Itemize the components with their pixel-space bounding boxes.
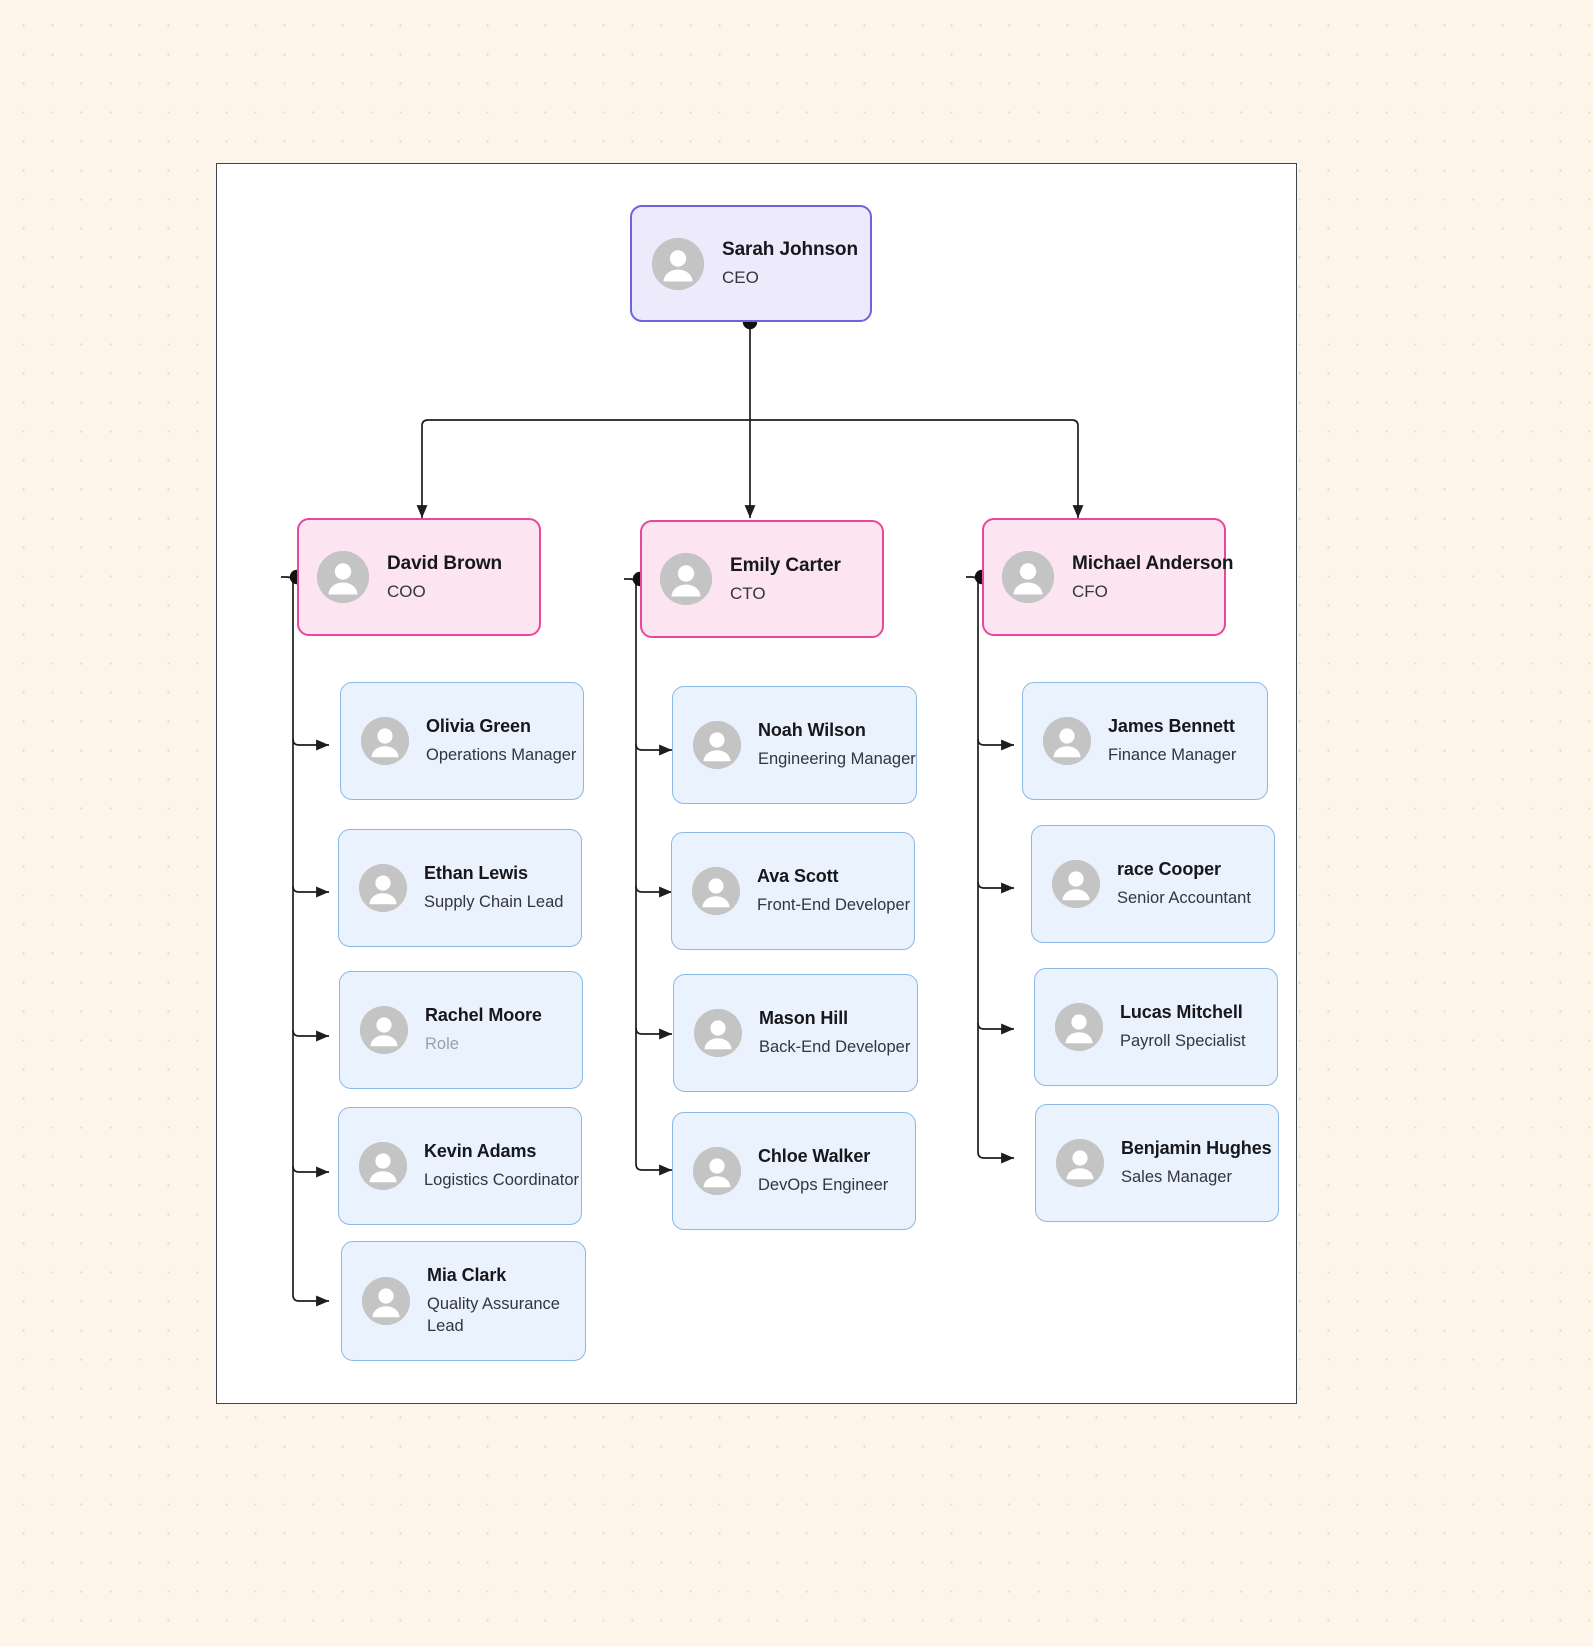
org-node-role: CTO [730, 583, 766, 603]
person-avatar-icon [692, 867, 740, 915]
org-node-name: Olivia Green [426, 715, 531, 736]
org-node-text: Noah Wilson Engineering Manager [758, 720, 916, 771]
person-avatar-icon [359, 1142, 407, 1190]
org-node-name: Lucas Mitchell [1120, 1001, 1243, 1022]
org-node-role: Supply Chain Lead [424, 892, 564, 911]
org-node-ethan-lewis[interactable]: Ethan Lewis Supply Chain Lead [338, 829, 582, 947]
org-node-name: Kevin Adams [424, 1140, 537, 1161]
org-node-name: Ethan Lewis [424, 862, 528, 883]
org-node-text: Lucas Mitchell Payroll Specialist [1120, 1002, 1246, 1053]
person-avatar-icon [1056, 1139, 1104, 1187]
person-avatar-icon [693, 1147, 741, 1195]
org-node-role: Role [425, 1034, 459, 1053]
org-node-role: Front-End Developer [757, 895, 911, 914]
org-node-name: Mason Hill [759, 1007, 849, 1028]
org-node-text: Olivia Green Operations Manager [426, 716, 576, 767]
org-chart-layer: Sarah Johnson CEO David Brown COO [217, 164, 1296, 1403]
person-avatar-icon [1052, 860, 1100, 908]
org-node-text: Mia Clark Quality Assurance Lead [427, 1265, 564, 1338]
person-avatar-icon [361, 717, 409, 765]
org-node-role: Engineering Manager [758, 749, 916, 768]
org-node-name: Mia Clark [427, 1264, 507, 1285]
org-node-lucas-mitchell[interactable]: Lucas Mitchell Payroll Specialist [1034, 968, 1278, 1086]
person-avatar-icon [317, 551, 369, 603]
person-avatar-icon [1043, 717, 1091, 765]
org-node-role: CEO [722, 268, 759, 287]
org-node-name: race Cooper [1117, 858, 1221, 879]
org-node-role: DevOps Engineer [758, 1175, 889, 1194]
org-node-kevin-adams[interactable]: Kevin Adams Logistics Coordinator [338, 1107, 582, 1225]
org-node-name: James Bennett [1108, 715, 1235, 736]
org-node-text: Sarah Johnson CEO [722, 239, 858, 288]
org-node-text: James Bennett Finance Manager [1108, 716, 1236, 767]
org-node-role: Sales Manager [1121, 1167, 1232, 1186]
org-node-ava-scott[interactable]: Ava Scott Front-End Developer [671, 832, 915, 950]
org-node-name: Benjamin Hughes [1121, 1137, 1272, 1158]
org-node-name: Chloe Walker [758, 1145, 871, 1166]
org-node-noah-wilson[interactable]: Noah Wilson Engineering Manager [672, 686, 917, 804]
org-node-name: David Brown [387, 552, 503, 574]
org-node-michael-anderson[interactable]: Michael Anderson CFO [982, 518, 1234, 636]
org-node-text: Chloe Walker DevOps Engineer [758, 1146, 888, 1197]
org-node-text: David Brown COO [387, 553, 502, 602]
org-node-role: Logistics Coordinator [424, 1170, 579, 1189]
org-node-name: Michael Anderson [1072, 552, 1234, 574]
org-node-text: Ethan Lewis Supply Chain Lead [424, 863, 563, 914]
org-node-role: CFO [1072, 581, 1108, 601]
org-node-name: Rachel Moore [425, 1004, 542, 1025]
org-node-name: Ava Scott [757, 865, 839, 886]
org-chart-canvas[interactable]: Sarah Johnson CEO David Brown COO [216, 163, 1297, 1404]
org-node-text: Michael Anderson CFO [1072, 552, 1234, 602]
org-node-text: Kevin Adams Logistics Coordinator [424, 1141, 579, 1192]
org-node-david-brown[interactable]: David Brown COO [297, 518, 541, 636]
person-avatar-icon [362, 1277, 410, 1325]
org-node-name: Emily Carter [730, 554, 841, 576]
org-node-text: Rachel Moore Role [425, 1005, 542, 1056]
person-avatar-icon [360, 1006, 408, 1054]
org-node-text: Mason Hill Back-End Developer [759, 1008, 910, 1059]
org-node-role: COO [387, 581, 426, 601]
person-avatar-icon [693, 721, 741, 769]
org-node-sarah-johnson[interactable]: Sarah Johnson CEO [630, 205, 872, 322]
org-node-text: race Cooper Senior Accountant [1117, 859, 1251, 910]
org-node-role: Senior Accountant [1117, 888, 1251, 907]
person-avatar-icon [694, 1009, 742, 1057]
org-node-name: Noah Wilson [758, 719, 866, 740]
org-node-benjamin-hughes[interactable]: Benjamin Hughes Sales Manager [1035, 1104, 1279, 1222]
org-node-role: Payroll Specialist [1120, 1031, 1246, 1050]
person-avatar-icon [359, 864, 407, 912]
person-avatar-icon [652, 237, 704, 290]
org-node-race-cooper[interactable]: race Cooper Senior Accountant [1031, 825, 1275, 943]
org-node-role: Quality Assurance Lead [427, 1294, 560, 1335]
org-node-text: Emily Carter CTO [730, 555, 841, 604]
org-node-text: Ava Scott Front-End Developer [757, 866, 910, 917]
org-node-role: Back-End Developer [759, 1037, 911, 1056]
org-node-role: Finance Manager [1108, 745, 1237, 764]
org-node-mason-hill[interactable]: Mason Hill Back-End Developer [673, 974, 918, 1092]
org-node-text: Benjamin Hughes Sales Manager [1121, 1138, 1272, 1189]
org-node-james-bennett[interactable]: James Bennett Finance Manager [1022, 682, 1268, 800]
org-node-chloe-walker[interactable]: Chloe Walker DevOps Engineer [672, 1112, 916, 1230]
org-node-rachel-moore[interactable]: Rachel Moore Role [339, 971, 583, 1089]
org-node-role: Operations Manager [426, 745, 577, 764]
org-node-olivia-green[interactable]: Olivia Green Operations Manager [340, 682, 584, 800]
org-node-name: Sarah Johnson [722, 239, 858, 260]
person-avatar-icon [1055, 1003, 1103, 1051]
person-avatar-icon [1002, 551, 1054, 603]
org-node-emily-carter[interactable]: Emily Carter CTO [640, 520, 884, 638]
person-avatar-icon [660, 553, 712, 605]
org-node-mia-clark[interactable]: Mia Clark Quality Assurance Lead [341, 1241, 586, 1361]
